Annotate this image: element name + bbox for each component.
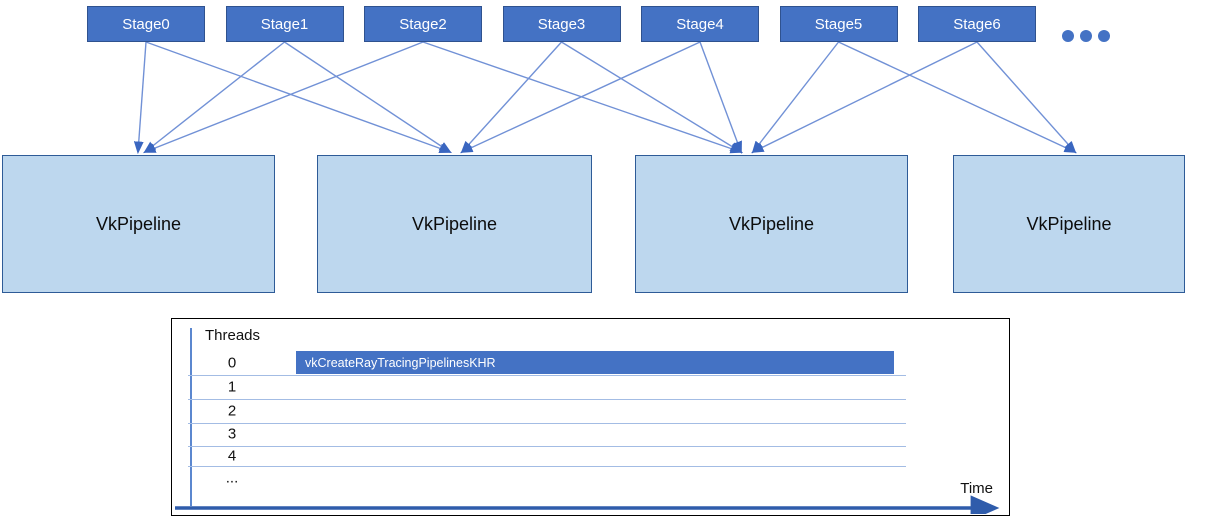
timeline-bar-vkCreateRayTracingPipelinesKHR: vkCreateRayTracingPipelinesKHR	[296, 351, 894, 374]
stage-box-stage4: Stage4	[641, 6, 759, 42]
thread-row-gridline	[188, 399, 906, 401]
stage-label: Stage5	[814, 15, 863, 33]
more-stages-ellipsis-icon	[1062, 30, 1110, 42]
stage-box-stage1: Stage1	[225, 6, 344, 42]
vkpipeline-box-2: VkPipeline	[635, 155, 908, 293]
stage-label: Stage2	[399, 15, 447, 33]
thread-row-label-3: 3	[227, 425, 237, 443]
stage-label: Stage1	[260, 15, 309, 33]
stage-box-stage0: Stage0	[87, 6, 205, 42]
stage-box-stage3: Stage3	[502, 6, 621, 42]
thread-row-label-2: 2	[227, 402, 237, 420]
vkpipeline-label: VkPipeline	[1026, 213, 1112, 234]
time-axis-label: Time	[960, 480, 993, 497]
thread-row-label-...: ...	[225, 469, 239, 487]
stage-label: Stage4	[676, 15, 724, 33]
thread-row-gridline	[188, 466, 906, 468]
stage-box-stage6: Stage6	[918, 6, 1036, 42]
stage-label: Stage6	[953, 15, 1001, 33]
vkpipeline-box-3: VkPipeline	[953, 155, 1185, 293]
vkpipeline-box-0: VkPipeline	[2, 155, 275, 293]
vkpipeline-label: VkPipeline	[411, 213, 498, 234]
stage-box-stage5: Stage5	[779, 6, 898, 42]
thread-row-gridline	[188, 446, 906, 448]
vkpipeline-label: VkPipeline	[95, 213, 182, 234]
ellipsis-dot-icon	[1062, 30, 1074, 42]
time-axis-arrow	[175, 495, 1000, 514]
stage-box-stage2: Stage2	[364, 6, 482, 42]
thread-row-label-1: 1	[227, 378, 237, 396]
ellipsis-dot-icon	[1098, 30, 1110, 42]
threads-axis-title: Threads	[205, 327, 261, 344]
thread-row-label-4: 4	[227, 447, 237, 465]
ellipsis-dot-icon	[1080, 30, 1092, 42]
thread-row-gridline	[188, 423, 906, 425]
thread-row-gridline	[188, 375, 906, 377]
vkpipeline-box-1: VkPipeline	[317, 155, 592, 293]
thread-timeline-panel: Threads 0 1 2 3 4... vkCreateRayTracingPipel…	[171, 318, 1010, 516]
vkpipeline-label: VkPipeline	[728, 213, 815, 234]
stage-label: Stage3	[537, 15, 586, 33]
stage-label: Stage0	[122, 15, 170, 33]
thread-row-label-0: 0	[227, 354, 237, 372]
threads-axis-line	[190, 328, 192, 506]
